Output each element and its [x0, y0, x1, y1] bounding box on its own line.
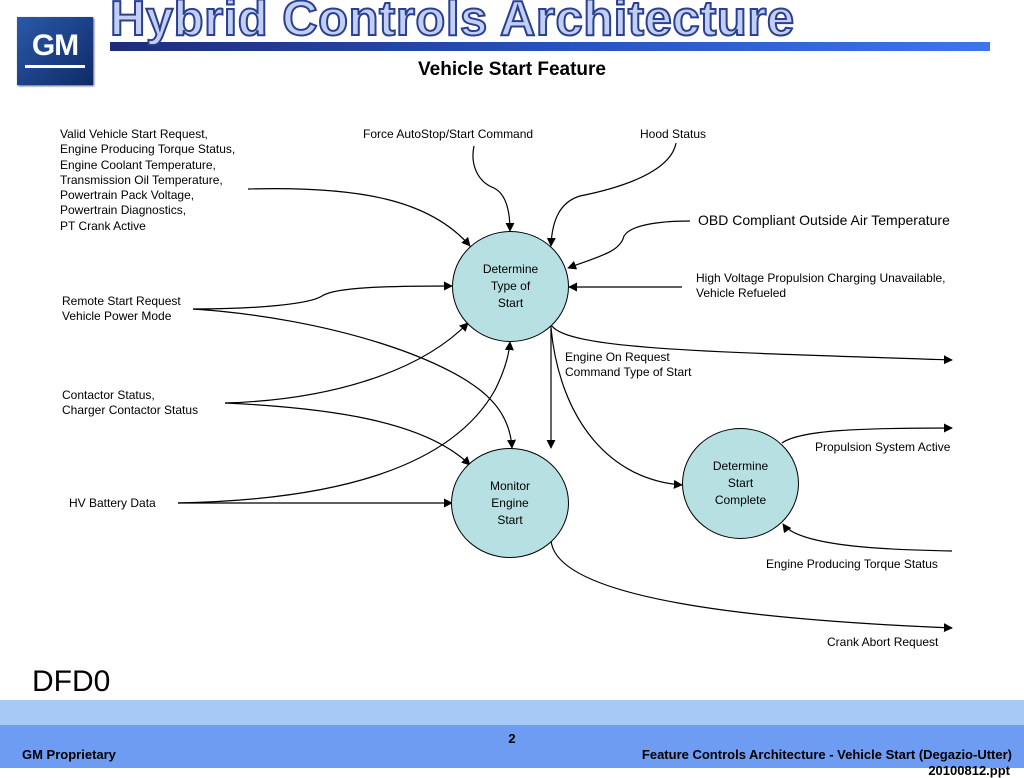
label-force-autostop: Force AutoStop/Start Command: [363, 127, 534, 141]
footer-file-date: 20100812.ppt: [928, 763, 1010, 778]
flow-crank-abort: [550, 539, 953, 633]
flow-propulsion-active: [781, 423, 953, 444]
flow-engine-on-request: [551, 325, 953, 365]
flow-hood-status: [546, 142, 677, 247]
label-hv-charging: High Voltage Propulsion Charging Unavail…: [696, 271, 946, 301]
slide-title: Hybrid Controls Architecture: [109, 0, 795, 47]
gm-logo-text: GM: [25, 31, 85, 68]
footer-band-light: [0, 700, 1024, 725]
label-hood-status: Hood Status: [640, 127, 707, 141]
diagram-level-label: DFD0: [32, 665, 111, 698]
label-crank-abort: Crank Abort Request: [827, 635, 939, 649]
footer-proprietary: GM Proprietary: [22, 747, 116, 762]
flow-hv-battery-to-type: [177, 341, 514, 504]
label-contactor-status: Contactor Status, Charger Contactor Stat…: [62, 388, 199, 418]
flow-engine-torque-status: [782, 523, 953, 552]
page-number: 2: [508, 731, 516, 746]
flow-valid-start-inputs: [247, 188, 471, 247]
label-engine-torque-status: Engine Producing Torque Status: [766, 557, 938, 571]
label-remote-start: Remote Start Request Vehicle Power Mode: [62, 294, 181, 324]
flow-remote-to-monitor: [192, 308, 516, 449]
flow-contactor-to-monitor: [224, 402, 471, 466]
title-underline-bar: [110, 42, 990, 51]
gm-logo: GM: [17, 17, 93, 85]
label-propulsion-active: Propulsion System Active: [815, 440, 951, 454]
process-determine-start-complete: Determine Start Complete: [682, 428, 799, 539]
label-engine-on-request: Engine On Request Command Type of Start: [565, 350, 692, 380]
flow-type-to-complete: [550, 327, 683, 489]
label-obd-air-temp: OBD Compliant Outside Air Temperature: [698, 212, 950, 228]
label-hv-battery: HV Battery Data: [69, 496, 156, 510]
process-monitor-engine-start: Monitor Engine Start: [451, 448, 569, 558]
footer-band: [0, 725, 1024, 768]
label-valid-start-inputs: Valid Vehicle Start Request, Engine Prod…: [60, 127, 236, 233]
process-determine-type-of-start: Determine Type of Start: [452, 231, 569, 342]
flow-remote-start: [192, 281, 453, 310]
slide-subtitle: Vehicle Start Feature: [418, 59, 606, 80]
footer-document-title: Feature Controls Architecture - Vehicle …: [641, 747, 1012, 762]
flow-obd-air-temp: [567, 220, 691, 270]
flow-force-autostop: [472, 145, 515, 232]
flow-contactor-to-type: [224, 322, 469, 404]
data-flow-diagram: [177, 142, 953, 633]
